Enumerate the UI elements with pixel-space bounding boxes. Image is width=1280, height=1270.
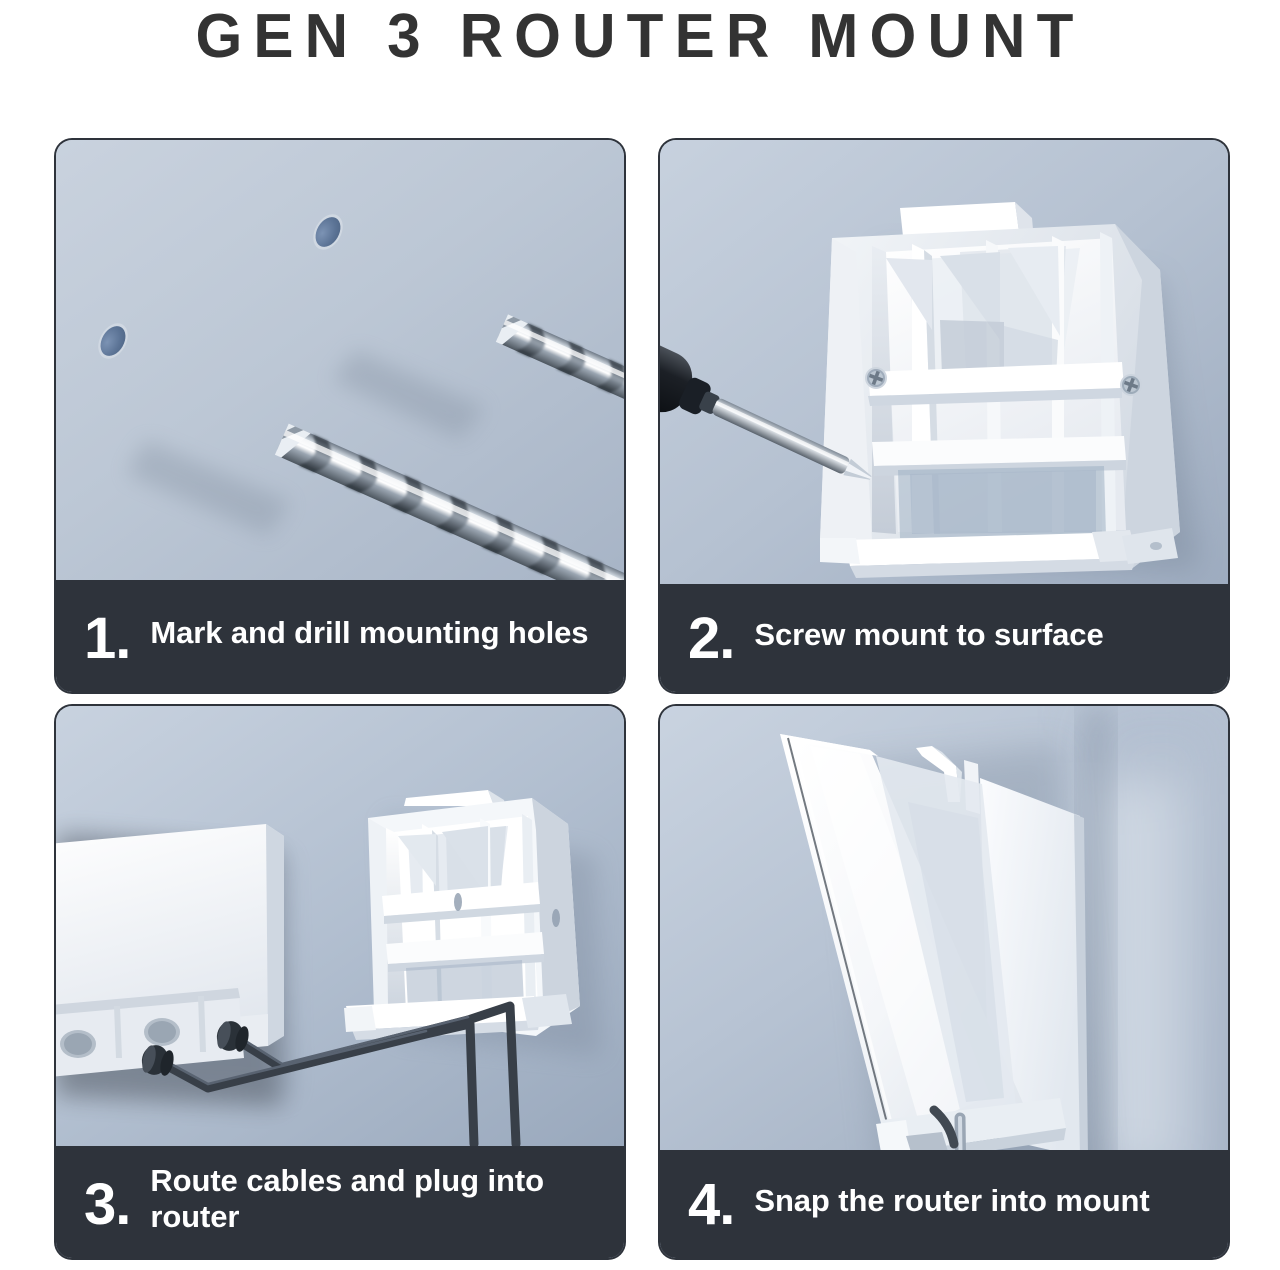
screwdriver bbox=[660, 318, 872, 480]
step-panel-1[interactable]: 1. Mark and drill mounting holes bbox=[56, 140, 624, 692]
step-4-number: 4. bbox=[688, 1172, 735, 1237]
screw-right bbox=[1120, 374, 1142, 396]
step-1-caption: 1. Mark and drill mounting holes bbox=[56, 580, 624, 692]
step-1-number: 1. bbox=[84, 606, 131, 671]
step-1-text: Mark and drill mounting holes bbox=[150, 615, 589, 651]
step-3-text: Route cables and plug into router bbox=[150, 1163, 544, 1234]
step-3-number: 3. bbox=[84, 1172, 131, 1237]
step-4-text: Snap the router into mount bbox=[754, 1183, 1150, 1219]
step-2-caption: 2. Screw mount to surface bbox=[660, 584, 1228, 692]
step-panel-2[interactable]: 2. Screw mount to surface bbox=[660, 140, 1228, 692]
step-2-number: 2. bbox=[688, 606, 735, 671]
page-title: GEN 3 ROUTER MOUNT bbox=[195, 2, 1085, 71]
step-4-caption: 4. Snap the router into mount bbox=[660, 1150, 1228, 1258]
screw-left bbox=[865, 367, 887, 389]
step-panel-4[interactable]: 4. Snap the router into mount bbox=[660, 706, 1228, 1258]
step-panel-3[interactable]: 3. Route cables and plug into router bbox=[56, 706, 624, 1258]
step-3-caption: 3. Route cables and plug into router bbox=[56, 1146, 624, 1258]
step-2-text: Screw mount to surface bbox=[754, 617, 1104, 653]
step-1-photo bbox=[56, 140, 624, 692]
cable-connector bbox=[216, 1021, 249, 1052]
steps-grid: 1. Mark and drill mounting holes bbox=[56, 140, 1228, 1258]
cable-connector bbox=[141, 1045, 174, 1076]
